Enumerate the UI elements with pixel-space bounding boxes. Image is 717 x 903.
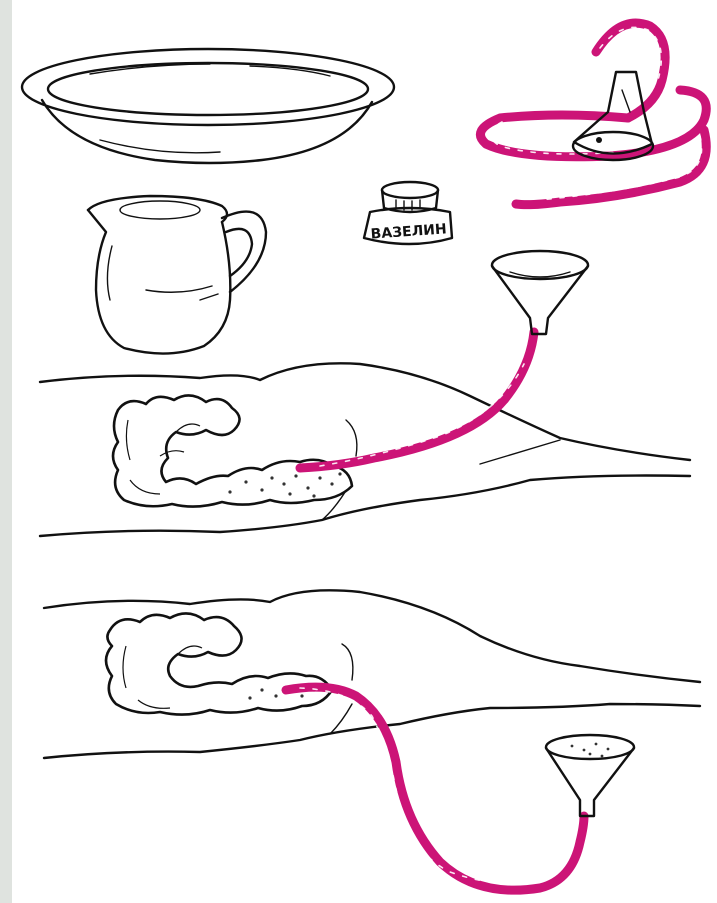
- funnel-raised: [492, 251, 588, 334]
- basin: [22, 49, 394, 163]
- vaseline-jar: ВАЗЕЛИН: [364, 182, 452, 244]
- colon-2: [106, 613, 332, 714]
- funnel-lowered: [546, 735, 634, 816]
- tube-raised: [300, 332, 534, 468]
- jar-label: ВАЗЕЛИН: [370, 221, 447, 242]
- pitcher: [88, 196, 266, 354]
- coiled-tube: [480, 23, 706, 205]
- colon-1: [113, 395, 352, 506]
